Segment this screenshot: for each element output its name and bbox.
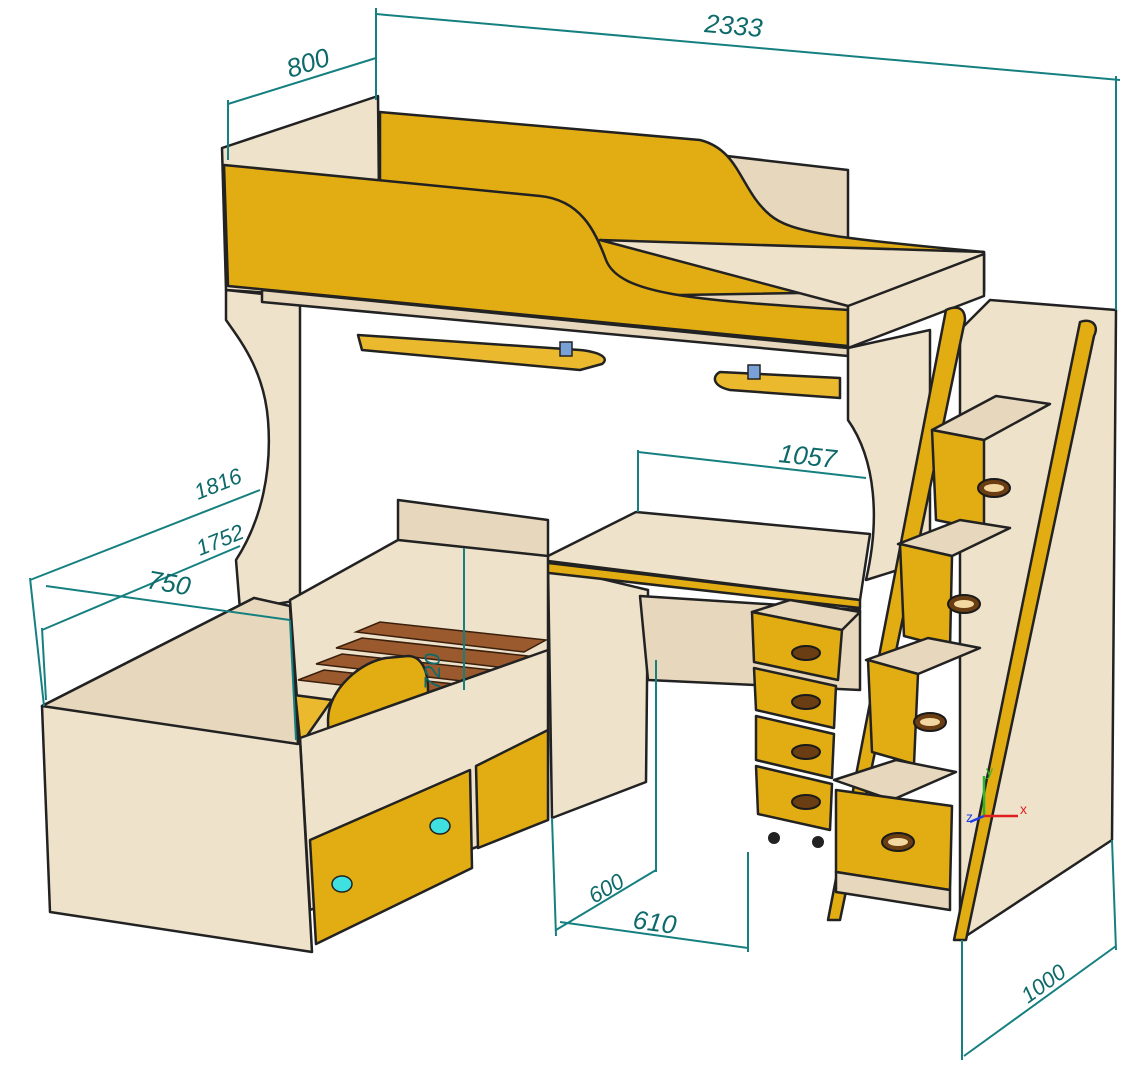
dim-1000: 1000 xyxy=(1016,959,1071,1008)
dim-600: 600 xyxy=(584,868,629,908)
dim-800: 800 xyxy=(283,42,334,84)
dim-750: 750 xyxy=(145,564,193,601)
dim-1057: 1057 xyxy=(777,438,839,474)
axis-y-label: y xyxy=(986,763,993,779)
dim-2333: 2333 xyxy=(702,8,764,43)
axis-x-label: x xyxy=(1020,801,1027,817)
dim-610: 610 xyxy=(631,904,679,940)
dimension-lines xyxy=(29,8,1121,1060)
dim-720: 720 xyxy=(420,653,445,690)
stairs-unit xyxy=(826,298,1118,942)
axis-triad-icon: y x z xyxy=(966,763,1027,825)
upper-bed xyxy=(220,94,986,612)
lower-bed xyxy=(40,538,550,954)
axis-z-label: z xyxy=(966,809,973,825)
